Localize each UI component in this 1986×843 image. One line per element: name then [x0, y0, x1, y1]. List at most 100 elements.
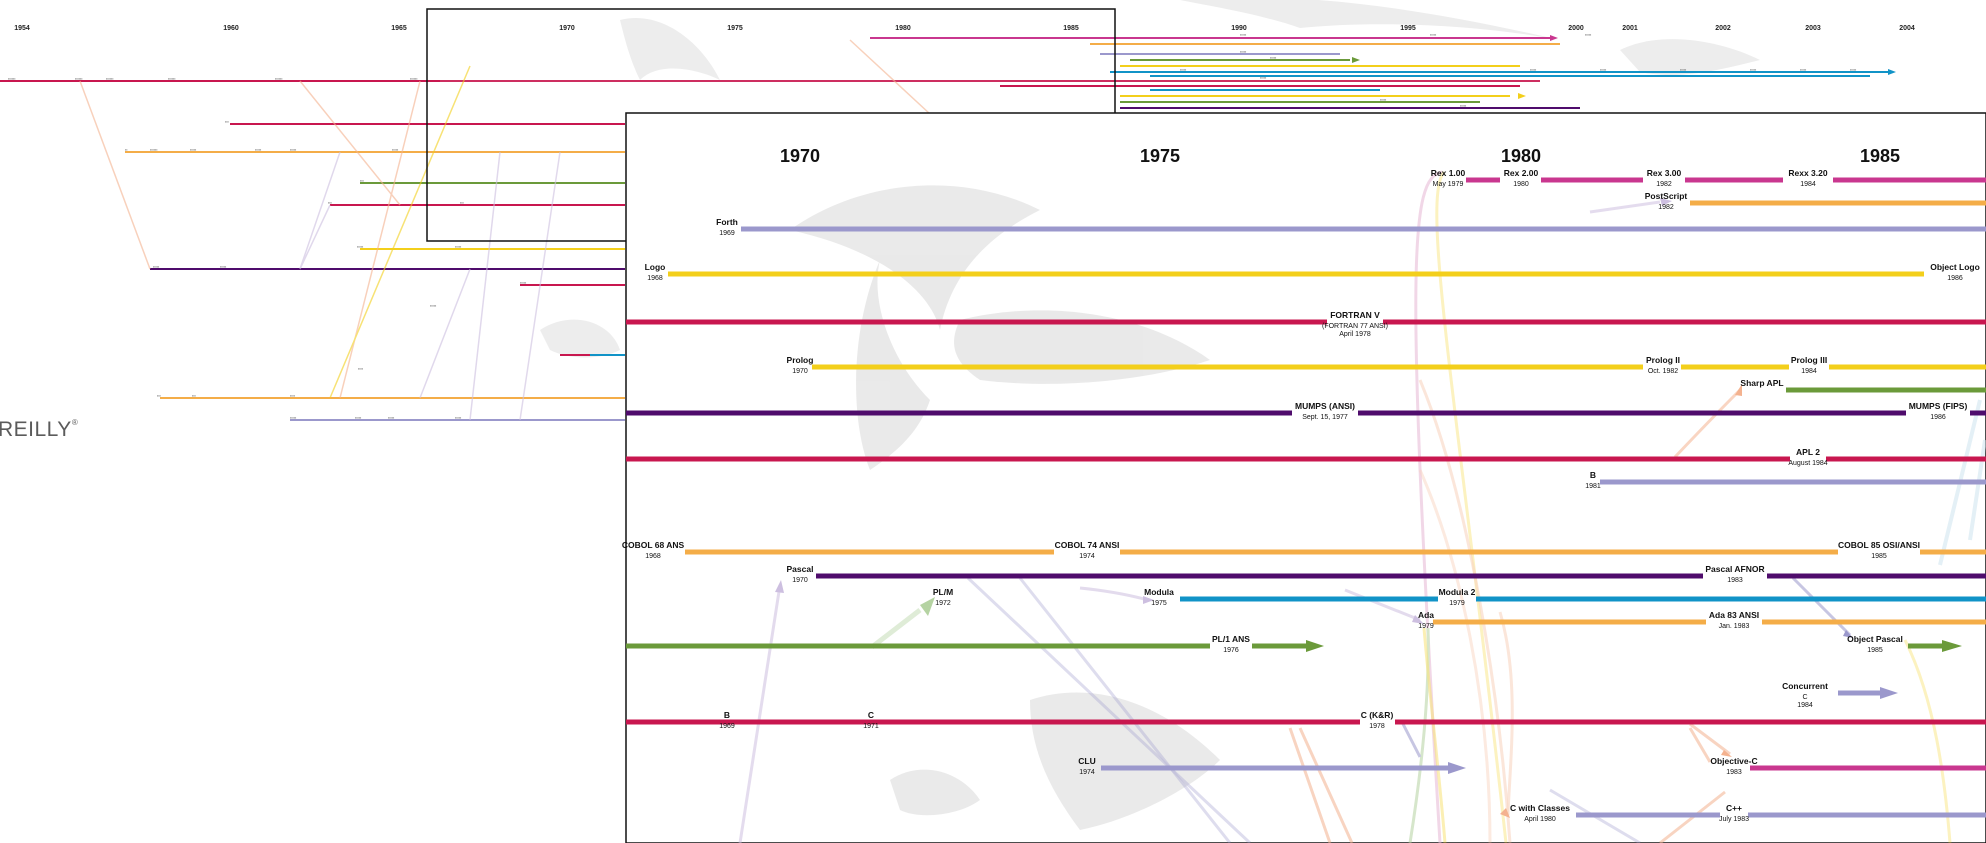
svg-text:▪▪▪: ▪▪▪	[360, 179, 364, 183]
language-date: 1971	[863, 723, 879, 730]
zoom-inset: 1970 1975 1980 1985	[622, 113, 1986, 843]
language-name: C	[868, 710, 874, 720]
svg-text:▪▪▪▪▪: ▪▪▪▪▪	[1260, 76, 1266, 80]
language-date: 1976	[1223, 647, 1239, 654]
language-name: Pascal AFNOR	[1705, 564, 1764, 574]
language-name: Objective-C	[1710, 756, 1757, 766]
language-name: Modula 2	[1439, 587, 1476, 597]
language-name: COBOL 85 OSI/ANSI	[1838, 540, 1920, 550]
zoom-year-label: 1975	[1140, 146, 1180, 166]
language-name: CLU	[1078, 756, 1095, 766]
language-name: Ada 83 ANSI	[1709, 610, 1759, 620]
language-name: APL 2	[1796, 447, 1820, 457]
language-date: 1984	[1800, 181, 1816, 188]
language-date: (FORTRAN 77 ANSI)	[1322, 323, 1388, 330]
language-date: 1985	[1871, 553, 1887, 560]
language-name: Rexx 3.20	[1788, 168, 1827, 178]
svg-text:▪▪▪: ▪▪▪	[328, 201, 332, 205]
overview-year-label: 1960	[223, 25, 239, 32]
language-date: C	[1802, 694, 1807, 701]
language-name: MUMPS (ANSI)	[1295, 401, 1355, 411]
language-name: Prolog III	[1791, 355, 1827, 365]
language-date: 1968	[647, 275, 663, 282]
language-date: 1974	[1079, 553, 1095, 560]
language-name: Prolog II	[1646, 355, 1680, 365]
svg-text:▪▪▪▪▪: ▪▪▪▪▪	[520, 281, 526, 285]
svg-text:▪▪▪▪: ▪▪▪▪	[290, 394, 295, 398]
language-date: 1985	[1867, 647, 1883, 654]
overview-year-label: 1965	[391, 25, 407, 32]
language-name: Rex 3.00	[1647, 168, 1682, 178]
language-date: 1972	[935, 600, 951, 607]
overview-year-axis: 1954196019651970197519801985199019952000…	[14, 25, 1915, 32]
svg-text:▪▪▪▪▪: ▪▪▪▪▪	[255, 148, 261, 152]
language-date: 1982	[1658, 204, 1674, 211]
language-date: 1969	[719, 723, 735, 730]
language-date: August 1984	[1788, 460, 1827, 467]
overview-year-label: 2004	[1899, 25, 1915, 32]
language-date: 1982	[1656, 181, 1672, 188]
svg-text:▪▪▪▪▪: ▪▪▪▪▪	[290, 416, 296, 420]
svg-text:▪▪▪▪▪: ▪▪▪▪▪	[1600, 68, 1606, 72]
language-date: 1970	[792, 577, 808, 584]
language-name: B	[724, 710, 730, 720]
svg-text:▪▪▪▪▪: ▪▪▪▪▪	[153, 265, 159, 269]
language-name: FORTRAN V	[1330, 310, 1380, 320]
language-name: PL/M	[933, 587, 953, 597]
language-date: 1984	[1801, 368, 1817, 375]
svg-text:▪▪▪▪▪: ▪▪▪▪▪	[1380, 98, 1386, 102]
language-date: 1980	[1513, 181, 1529, 188]
svg-text:▪▪▪▪▪: ▪▪▪▪▪	[220, 265, 226, 269]
svg-text:▪▪▪▪▪: ▪▪▪▪▪	[355, 416, 361, 420]
svg-text:▪▪▪▪▪: ▪▪▪▪▪	[1585, 33, 1591, 37]
overview-year-label: 1995	[1400, 25, 1416, 32]
svg-text:▪▪▪▪▪: ▪▪▪▪▪	[1530, 68, 1536, 72]
svg-text:▪▪▪▪▪: ▪▪▪▪▪	[1850, 68, 1856, 72]
language-date: 1974	[1079, 769, 1095, 776]
overview-year-label: 2000	[1568, 25, 1584, 32]
svg-text:▪▪▪: ▪▪▪	[192, 394, 196, 398]
svg-text:▪▪▪: ▪▪▪	[157, 394, 161, 398]
overview-year-label: 2002	[1715, 25, 1731, 32]
language-name: COBOL 74 ANSI	[1055, 540, 1120, 550]
language-date: 1983	[1726, 769, 1742, 776]
svg-text:▪▪▪▪▪: ▪▪▪▪▪	[290, 148, 296, 152]
language-date: 1979	[1449, 600, 1465, 607]
svg-text:▪▪▪▪▪: ▪▪▪▪▪	[190, 148, 196, 152]
language-name: Modula	[1144, 587, 1174, 597]
svg-text:▪▪▪▪▪: ▪▪▪▪▪	[1750, 68, 1756, 72]
svg-text:▪▪▪▪▪▪: ▪▪▪▪▪▪	[150, 148, 157, 152]
language-date: 1979	[1418, 623, 1434, 630]
svg-text:▪▪▪▪▪: ▪▪▪▪▪	[1430, 33, 1436, 37]
svg-text:▪▪▪▪▪: ▪▪▪▪▪	[1800, 68, 1806, 72]
svg-text:▪▪▪▪▪▪: ▪▪▪▪▪▪	[275, 77, 282, 81]
svg-text:▪▪▪▪▪: ▪▪▪▪▪	[357, 245, 363, 249]
svg-text:▪▪▪▪: ▪▪▪▪	[358, 367, 363, 371]
language-name: C (K&R)	[1361, 710, 1394, 720]
language-name: B	[1590, 470, 1596, 480]
svg-text:▪▪▪▪▪▪: ▪▪▪▪▪▪	[410, 77, 417, 81]
language-name: Concurrent	[1782, 681, 1828, 691]
language-name: PL/1 ANS	[1212, 634, 1250, 644]
language-name: Logo	[645, 262, 666, 272]
svg-text:▪▪▪▪▪: ▪▪▪▪▪	[1680, 68, 1686, 72]
language-name: Pascal	[787, 564, 814, 574]
svg-text:▪▪▪▪▪▪: ▪▪▪▪▪▪	[106, 77, 113, 81]
language-date: 1986	[1930, 414, 1946, 421]
zoom-year-label: 1970	[780, 146, 820, 166]
language-date: 1978	[1369, 723, 1385, 730]
language-name: Rex 2.00	[1504, 168, 1539, 178]
language-date: 1975	[1151, 600, 1167, 607]
svg-text:▪▪▪▪▪▪: ▪▪▪▪▪▪	[168, 77, 175, 81]
svg-text:▪▪▪: ▪▪▪	[460, 201, 464, 205]
overview-year-label: 1970	[559, 25, 575, 32]
language-date: 1969	[719, 230, 735, 237]
language-date: Jan. 1983	[1719, 623, 1750, 630]
svg-text:▪▪▪▪▪: ▪▪▪▪▪	[455, 416, 461, 420]
overview-year-label: 1990	[1231, 25, 1247, 32]
language-name: Rex 1.00	[1431, 168, 1466, 178]
zoom-year-label: 1985	[1860, 146, 1900, 166]
language-name: Ada	[1418, 610, 1434, 620]
language-date: Sept. 15, 1977	[1302, 414, 1348, 421]
